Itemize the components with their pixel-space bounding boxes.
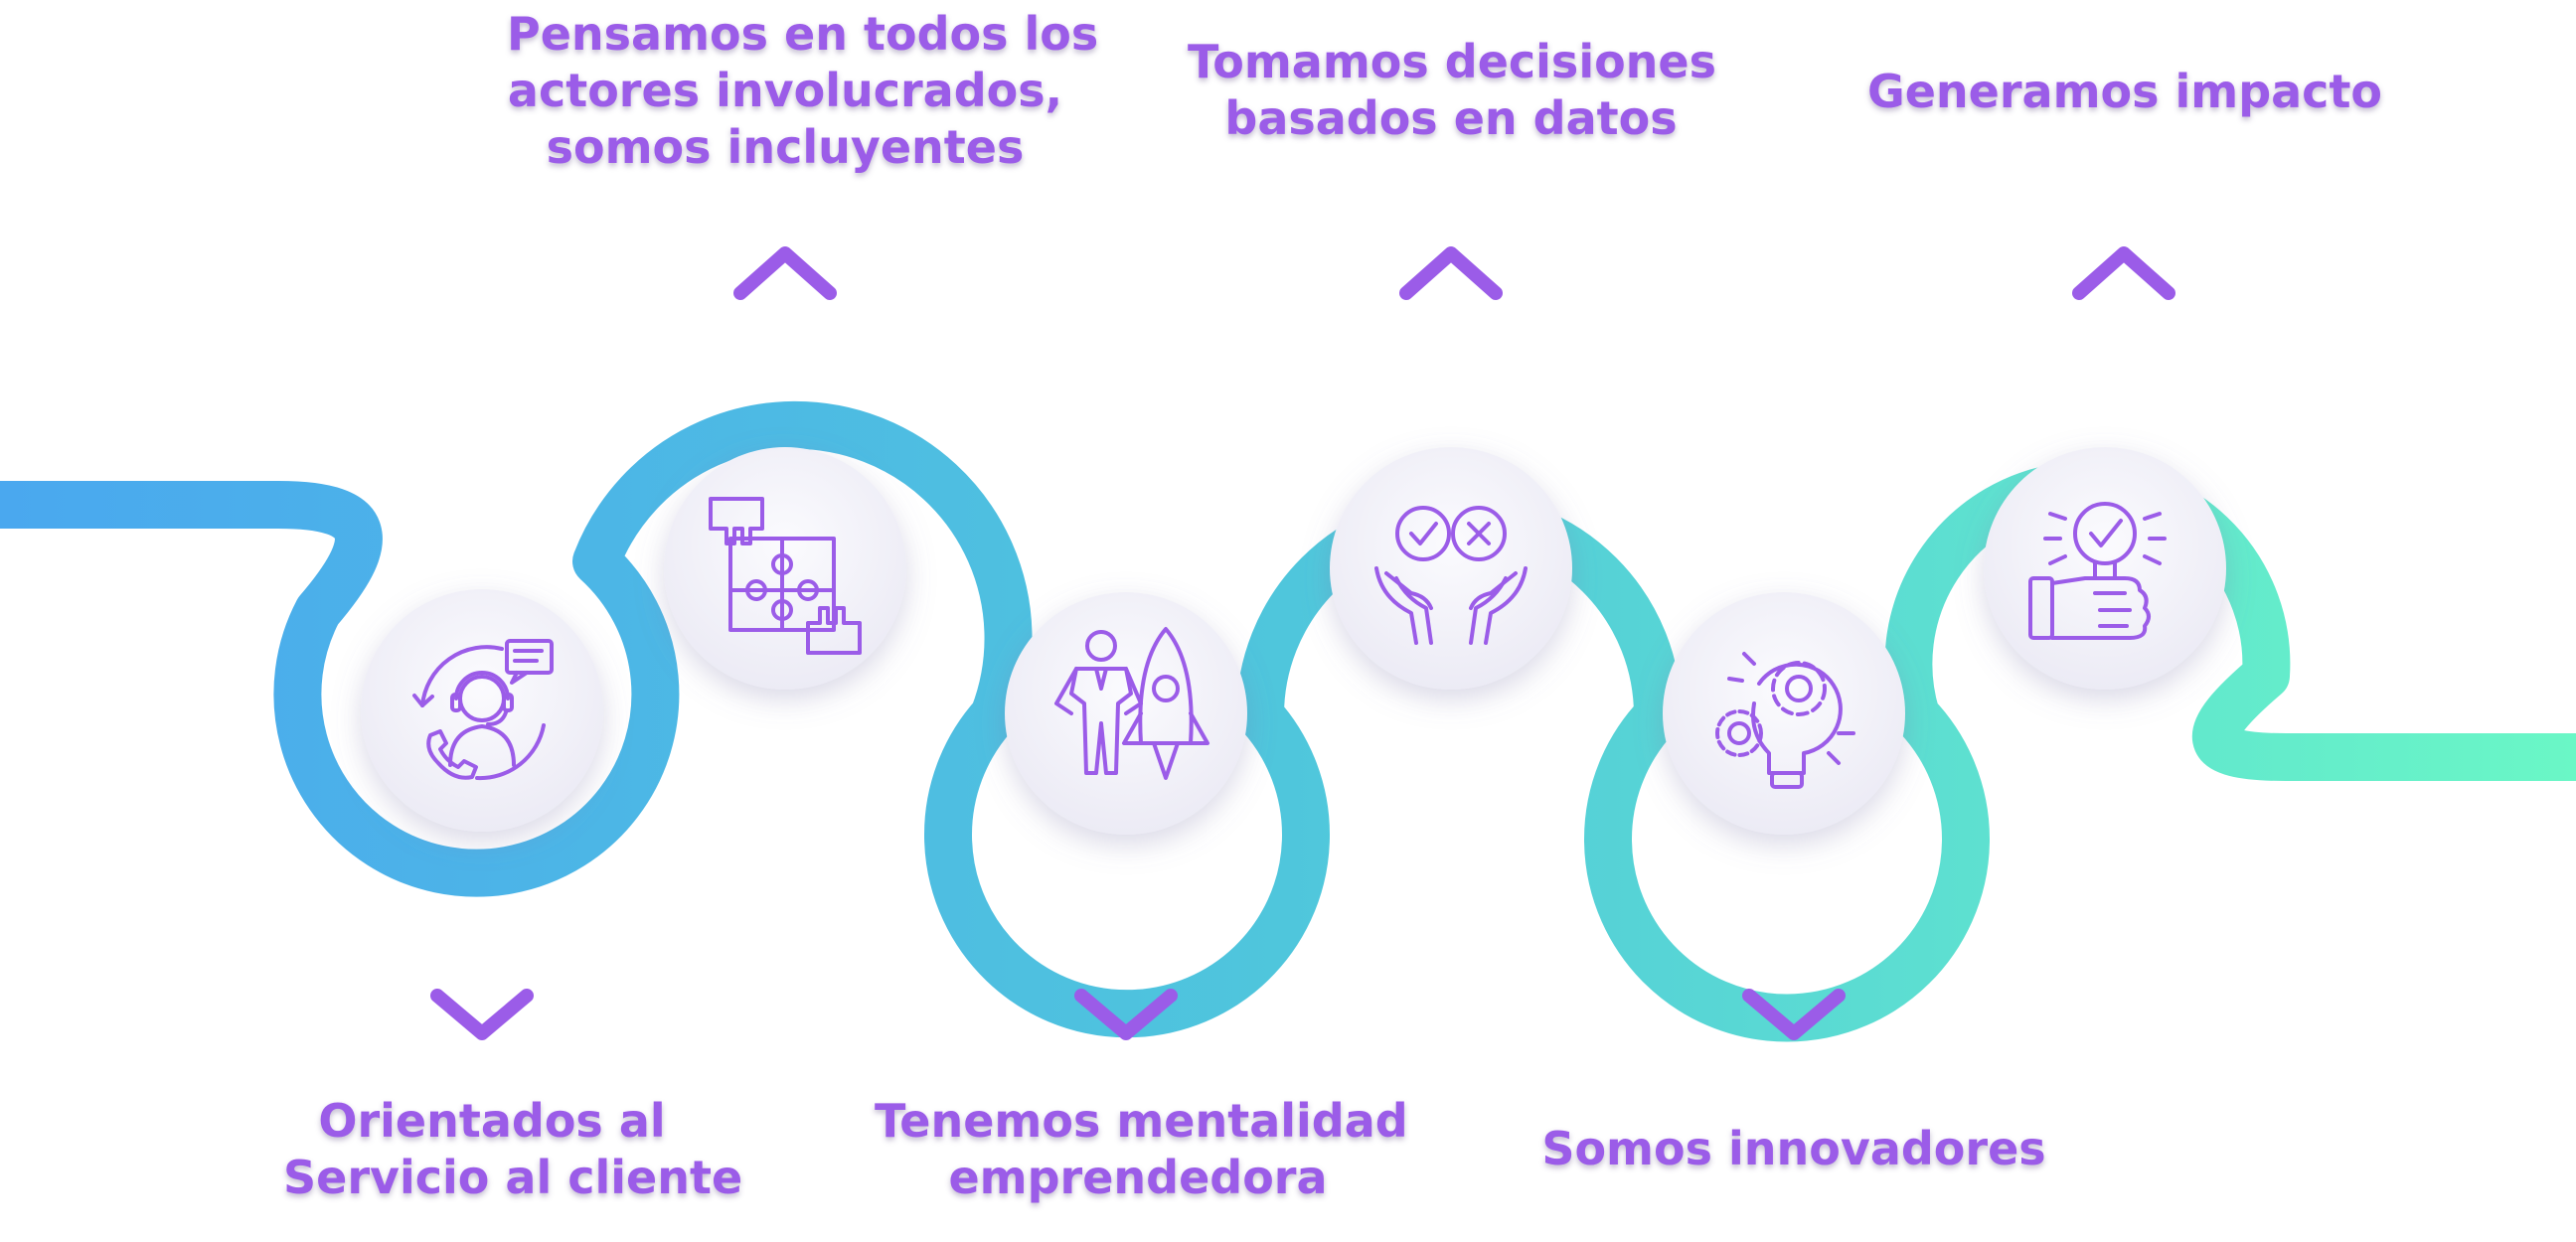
step-label-orientados: Orientados al Servicio al cliente — [283, 1094, 743, 1204]
step-label-decisiones: Tomamos decisiones basados en datos — [1188, 35, 1717, 145]
step-circle-4 — [1330, 447, 1572, 690]
step-label-innovadores: Somos innovadores — [1541, 1122, 2046, 1175]
impact-fist-icon — [2028, 502, 2167, 640]
chevron-down-icon — [1074, 989, 1178, 1040]
step-label-mentalidad: Tenemos mentalidad emprendedora — [875, 1094, 1408, 1204]
chevron-up-icon — [2072, 246, 2175, 300]
step-circle-6 — [1984, 447, 2226, 690]
chevron-down-icon — [430, 989, 534, 1040]
puzzle-icon — [709, 497, 862, 655]
step-circle-1 — [361, 589, 603, 832]
step-circle-5 — [1663, 592, 1905, 835]
step-label-impacto: Generamos impacto — [1866, 65, 2383, 118]
roadmap-path — [0, 401, 2576, 1042]
entrepreneur-rocket-icon — [1054, 627, 1209, 780]
innovation-bulb-gear-icon — [1715, 652, 1855, 789]
customer-service-icon — [412, 639, 554, 781]
chevron-down-icon — [1742, 989, 1846, 1040]
chevron-up-icon — [733, 246, 837, 300]
chevron-up-icon — [1399, 246, 1503, 300]
step-circle-2 — [664, 447, 906, 690]
step-label-pensamos: Pensamos en todos los actores involucrad… — [507, 7, 1099, 174]
decision-hands-icon — [1374, 506, 1528, 645]
